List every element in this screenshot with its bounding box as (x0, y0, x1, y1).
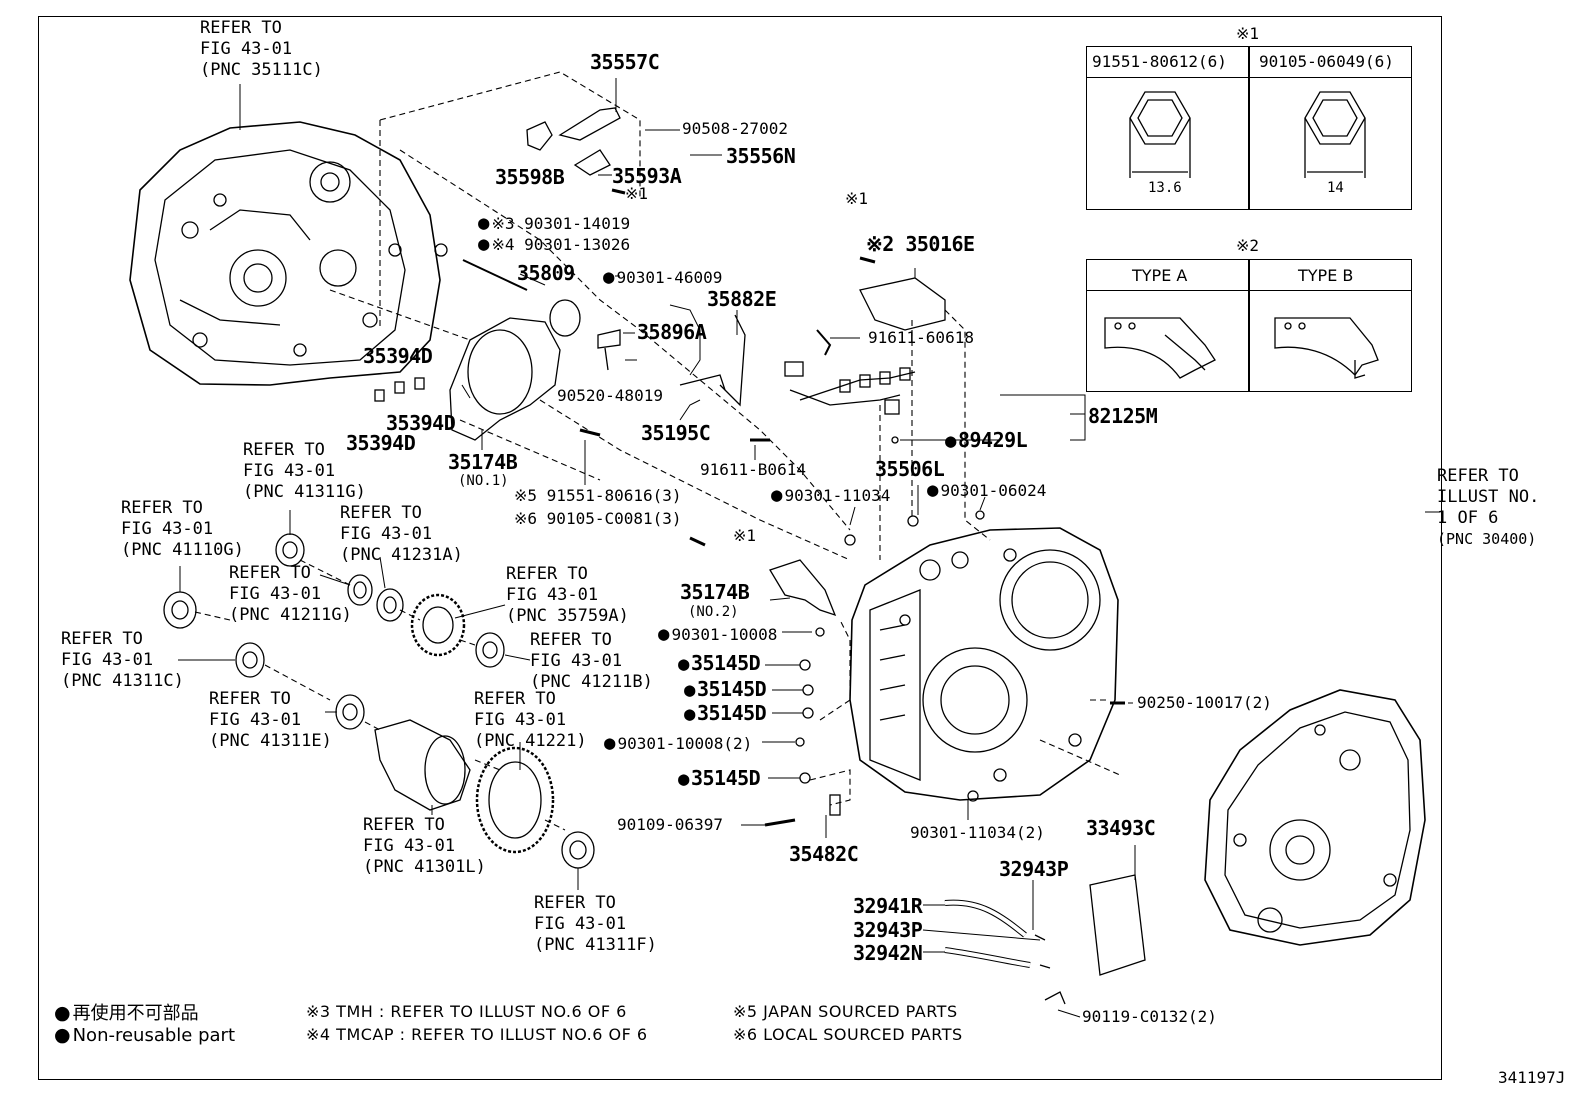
part-35174b-no2-sub: (NO.2) (688, 604, 739, 620)
diagram-frame (38, 16, 1442, 1080)
part-35394d-a: 35394D (363, 344, 433, 368)
legend-jp: 再使用不可部品 (54, 999, 199, 1025)
part-32941r: 32941R (853, 894, 923, 918)
part-35809: 35809 (517, 261, 575, 285)
part-90105-c0081: ※6 90105-C0081(3) (514, 509, 682, 528)
note-3: ※3 TMH : REFER TO ILLUST NO.6 OF 6 (306, 1002, 627, 1021)
part-91611-b0614: 91611-B0614 (700, 460, 806, 479)
legend-en: Non-reusable part (54, 1024, 235, 1046)
part-35145d-2: 35145D (684, 679, 767, 700)
part-33493c: 33493C (1086, 816, 1156, 840)
part-35506l: 35506L (875, 457, 945, 481)
part-90250-10017: 90250-10017(2) (1137, 693, 1272, 712)
note-mark-1d: ※1 (733, 526, 757, 545)
part-35394d-c: 35394D (346, 431, 416, 455)
part-35593a: 35593A (612, 164, 682, 188)
cover-bore (467, 329, 533, 415)
part-90301-14019: ※3 90301-14019 (478, 214, 630, 233)
table2-mark: ※2 (1236, 236, 1260, 255)
table2-col1: TYPE A (1132, 266, 1188, 285)
part-35557c: 35557C (590, 50, 660, 74)
part-35556n: 35556N (726, 144, 796, 168)
wire-harness-illustration (784, 361, 916, 415)
part-90508-27002: 90508-27002 (682, 119, 788, 138)
table1-dim2: 14 (1327, 180, 1344, 196)
part-90301-10008: 90301-10008 (658, 625, 777, 644)
note-6: ※6 LOCAL SOURCED PARTS (733, 1025, 963, 1044)
note-5: ※5 JAPAN SOURCED PARTS (733, 1002, 958, 1021)
part-32943p-a: 32943P (999, 857, 1069, 881)
table1-col2: 90105-06049(6) (1259, 52, 1394, 71)
part-32943p-b: 32943P (853, 918, 923, 942)
bracket-type-icons (1104, 317, 1379, 379)
part-82125m: 82125M (1088, 404, 1158, 428)
part-35598b: 35598B (495, 165, 565, 189)
part-32942n: 32942N (853, 941, 923, 965)
table2-divider (1248, 259, 1250, 392)
part-90301-46009: 90301-46009 (603, 268, 722, 287)
part-35482c: 35482C (789, 842, 859, 866)
transaxle-case-illustration (1204, 689, 1426, 946)
oil-cooler-33493c (1089, 874, 1146, 976)
part-90301-10008-2: 90301-10008(2) (604, 734, 752, 753)
part-35145d-3: 35145D (684, 703, 767, 724)
note-mark-1: ※1 (625, 184, 649, 203)
part-35016e: ※2 35016E (866, 232, 975, 256)
part-90301-11034: 90301-11034 (771, 486, 890, 505)
part-90109-06397: 90109-06397 (617, 815, 723, 834)
transmission-assembly-illustration (849, 527, 1119, 801)
part-35882e: 35882E (707, 287, 777, 311)
exploded-view-leaders (194, 71, 1121, 831)
part-91611-60618: 91611-60618 (868, 328, 974, 347)
part-90301-13026: ※4 90301-13026 (478, 235, 630, 254)
part-90301-11034-2: 90301-11034(2) (910, 823, 1045, 842)
part-90119-c0132: 90119-C0132(2) (1082, 1007, 1217, 1026)
table1-mark: ※1 (1236, 24, 1260, 43)
note-4: ※4 TMCAP : REFER TO ILLUST NO.6 OF 6 (306, 1025, 648, 1044)
part-35174b-no1-sub: (NO.1) (458, 473, 509, 489)
table2-col2: TYPE B (1298, 266, 1354, 285)
note-mark-1b: ※1 (845, 189, 869, 208)
cover-35174b-no2 (769, 559, 837, 617)
differential-illustration (374, 593, 555, 854)
part-35145d-4: 35145D (678, 768, 761, 789)
part-35174b-no1: 35174B (448, 450, 518, 474)
cover-35174b-no1 (449, 317, 561, 441)
transaxle-housing-illustration (129, 121, 441, 386)
bracket-35016e (859, 277, 946, 331)
part-35394d-b: 35394D (386, 411, 456, 435)
table1-dim1: 13.6 (1148, 180, 1182, 196)
part-35174b-no2: 35174B (680, 580, 750, 604)
part-90520-48019: 90520-48019 (557, 386, 663, 405)
part-35195c: 35195C (641, 421, 711, 445)
table1-col1: 91551-80612(6) (1092, 52, 1227, 71)
part-35145d-1: 35145D (678, 653, 761, 674)
part-35896a: 35896A (637, 320, 707, 344)
part-90301-06024: 90301-06024 (927, 481, 1046, 500)
seals-and-bearings (163, 243, 595, 869)
table1-divider (1248, 46, 1250, 210)
part-91551-80616: ※5 91551-80616(3) (514, 486, 682, 505)
nut-icons (1129, 91, 1366, 178)
part-89429l: 89429L (945, 430, 1028, 451)
diagram-id: 341197J (1498, 1068, 1566, 1087)
